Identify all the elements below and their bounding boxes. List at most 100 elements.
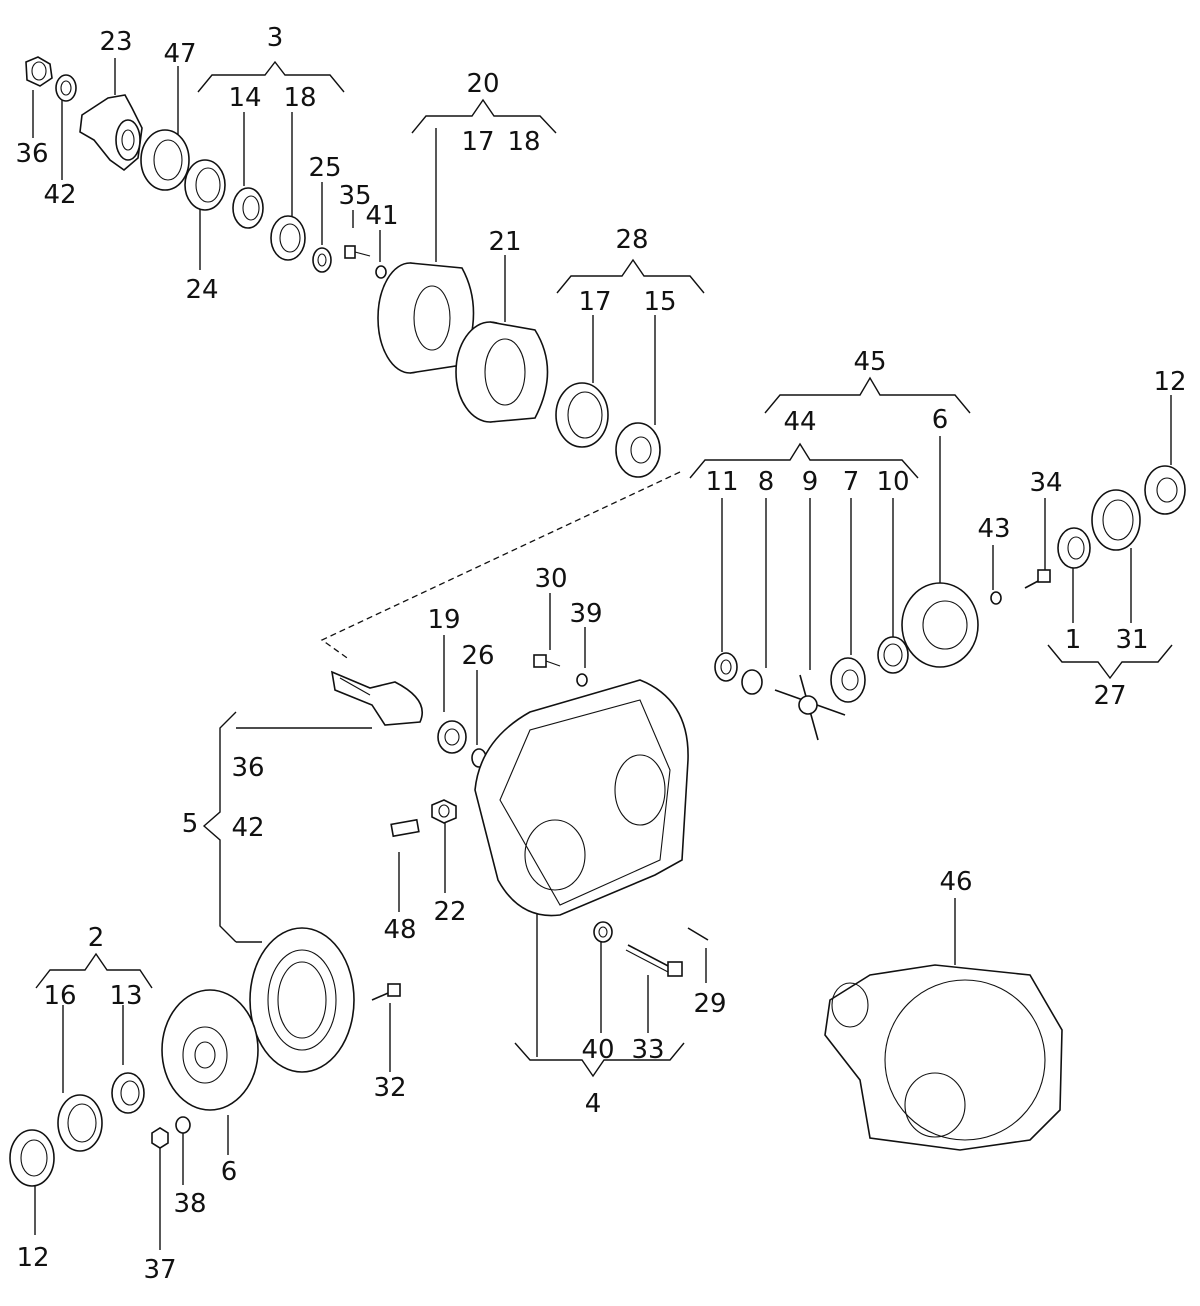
callout-label-l36b: 36 (231, 753, 264, 783)
callout-label-l9: 9 (802, 467, 819, 497)
part-spider-9 (774, 674, 846, 741)
callout-label-l41: 41 (365, 201, 398, 231)
part-pinion-7 (830, 657, 866, 703)
part-bearing-15 (615, 422, 661, 478)
part-pinion-gear-19 (330, 670, 423, 726)
part-bolt-35 (344, 245, 371, 259)
part-washer-10 (877, 636, 909, 674)
callout-label-l8: 8 (758, 467, 775, 497)
part-bolt-32 (371, 983, 401, 1001)
part-side-gear-8 (741, 669, 763, 695)
leader-lines (32, 58, 1173, 1250)
callout-label-l12b: 12 (16, 1243, 49, 1273)
callout-label-l6b: 6 (221, 1157, 238, 1187)
part-bearing-13 (111, 1072, 145, 1114)
part-bolt-30 (533, 654, 561, 668)
part-nut-12-right (1144, 465, 1186, 515)
part-flange-23 (79, 94, 143, 172)
callout-label-l43: 43 (977, 514, 1010, 544)
callout-label-l42a: 42 (43, 180, 76, 210)
callout-label-l29: 29 (693, 989, 726, 1019)
callout-label-l40: 40 (581, 1035, 614, 1065)
callout-label-l5: 5 (182, 809, 199, 839)
part-bolt-34 (1024, 569, 1051, 589)
part-washer-42 (55, 74, 77, 102)
part-diff-case-6-right (901, 582, 979, 668)
part-stud-29 (687, 927, 709, 941)
part-nut-22 (431, 799, 457, 824)
part-case-4 (474, 679, 689, 917)
callout-label-l11: 11 (705, 467, 738, 497)
part-race-17 (555, 382, 609, 448)
callout-label-l17b: 17 (578, 287, 611, 317)
part-washer-43 (990, 591, 1002, 605)
part-nut-12-left (9, 1129, 55, 1187)
callout-label-l39: 39 (569, 599, 602, 629)
callout-label-l27: 27 (1093, 681, 1126, 711)
callout-label-l18a: 18 (283, 83, 316, 113)
part-washer-40 (593, 921, 613, 943)
callout-label-l20: 20 (466, 69, 499, 99)
callout-label-l32: 32 (373, 1073, 406, 1103)
callout-label-l2: 2 (88, 923, 105, 953)
callout-label-l12a: 12 (1153, 367, 1186, 397)
callout-label-l42b: 42 (231, 813, 264, 843)
callout-label-l25: 25 (308, 153, 341, 183)
part-bearing-1 (1057, 527, 1091, 569)
part-stud-48 (390, 818, 420, 838)
callout-label-l34: 34 (1029, 468, 1062, 498)
part-housing-20 (377, 262, 475, 374)
callout-label-l33: 33 (631, 1035, 664, 1065)
callout-label-l46: 46 (939, 867, 972, 897)
callout-label-l26: 26 (461, 641, 494, 671)
part-nut-37 (151, 1127, 169, 1149)
callout-label-l45: 45 (853, 347, 886, 377)
callout-label-l31: 31 (1115, 625, 1148, 655)
part-bolt-33 (625, 944, 683, 977)
part-thrust-washer-11 (714, 652, 738, 682)
part-cup-21 (455, 321, 549, 423)
part-race-16 (57, 1094, 103, 1152)
part-diff-case-6-left (161, 989, 259, 1111)
callout-label-l15: 15 (643, 287, 676, 317)
callout-label-l47: 47 (163, 39, 196, 69)
callout-label-l48: 48 (383, 915, 416, 945)
part-seal-47 (140, 129, 190, 191)
callout-label-l37: 37 (143, 1255, 176, 1285)
callout-label-l23: 23 (99, 27, 132, 57)
callout-label-l35: 35 (338, 181, 371, 211)
callout-label-l36a: 36 (15, 139, 48, 169)
callout-label-l28: 28 (615, 225, 648, 255)
part-washer-39 (576, 673, 588, 687)
callout-label-l14a: 14 (228, 83, 261, 113)
callout-label-l7: 7 (843, 467, 860, 497)
callout-label-l4: 4 (585, 1089, 602, 1119)
part-washer-41 (375, 265, 387, 279)
callout-label-l30: 30 (534, 564, 567, 594)
callout-label-l1: 1 (1065, 625, 1082, 655)
part-bearing-14 (232, 187, 264, 229)
callout-label-l13: 13 (109, 981, 142, 1011)
callout-label-l6a: 6 (932, 405, 949, 435)
callout-label-l24: 24 (185, 275, 218, 305)
callout-label-l16: 16 (43, 981, 76, 1011)
callout-label-l10: 10 (876, 467, 909, 497)
part-nut-36 (25, 56, 53, 87)
part-race-18 (270, 215, 306, 261)
callout-label-l19: 19 (427, 605, 460, 635)
part-washer-38 (175, 1116, 191, 1134)
part-bearing-19 (437, 720, 467, 754)
part-spacer-25 (312, 247, 332, 273)
callout-label-l18b: 18 (507, 127, 540, 157)
callout-label-l21: 21 (488, 227, 521, 257)
part-race-31 (1091, 489, 1141, 551)
part-assembly-46 (824, 964, 1063, 1151)
callout-label-l38: 38 (173, 1189, 206, 1219)
callout-label-l22: 22 (433, 897, 466, 927)
callout-label-l17a: 17 (461, 127, 494, 157)
callout-label-l3: 3 (267, 23, 284, 53)
part-race-24 (184, 159, 226, 211)
